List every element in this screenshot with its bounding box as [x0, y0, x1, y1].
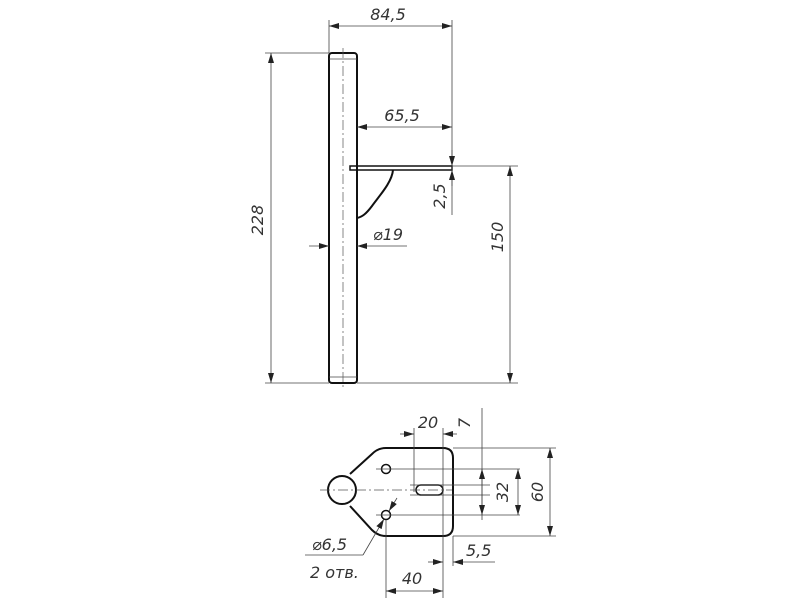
arm-plate	[349, 165, 453, 171]
dim-label-d6-5: ⌀6,5	[312, 535, 347, 554]
dim-label-65-5: 65,5	[384, 106, 420, 125]
plate-outline	[349, 447, 454, 537]
dim-label-2-5: 2,5	[430, 183, 449, 208]
gusset	[356, 169, 394, 219]
dim-label-228: 228	[248, 205, 267, 236]
dim-label-7: 7	[455, 417, 474, 428]
dim-label-150: 150	[488, 222, 507, 253]
dim-label-20: 20	[418, 413, 438, 432]
dim-label-60: 60	[528, 482, 547, 502]
side-view: 84,5 65,5 2,5 150 228 ⌀19	[248, 5, 518, 388]
hole-count-note: 2 отв.	[310, 563, 359, 582]
dim-label-32: 32	[493, 482, 512, 502]
dim-label-d19: ⌀19	[373, 225, 403, 244]
plate-view: 20 7 32 60 5,5 40 ⌀6,5 2 отв.	[305, 408, 556, 598]
leader-d6-5-arrow	[388, 497, 398, 512]
dim-label-40: 40	[402, 569, 422, 588]
dim-label-84-5: 84,5	[370, 5, 406, 24]
dim-label-5-5: 5,5	[466, 541, 491, 560]
leader-d6-5	[362, 518, 385, 556]
